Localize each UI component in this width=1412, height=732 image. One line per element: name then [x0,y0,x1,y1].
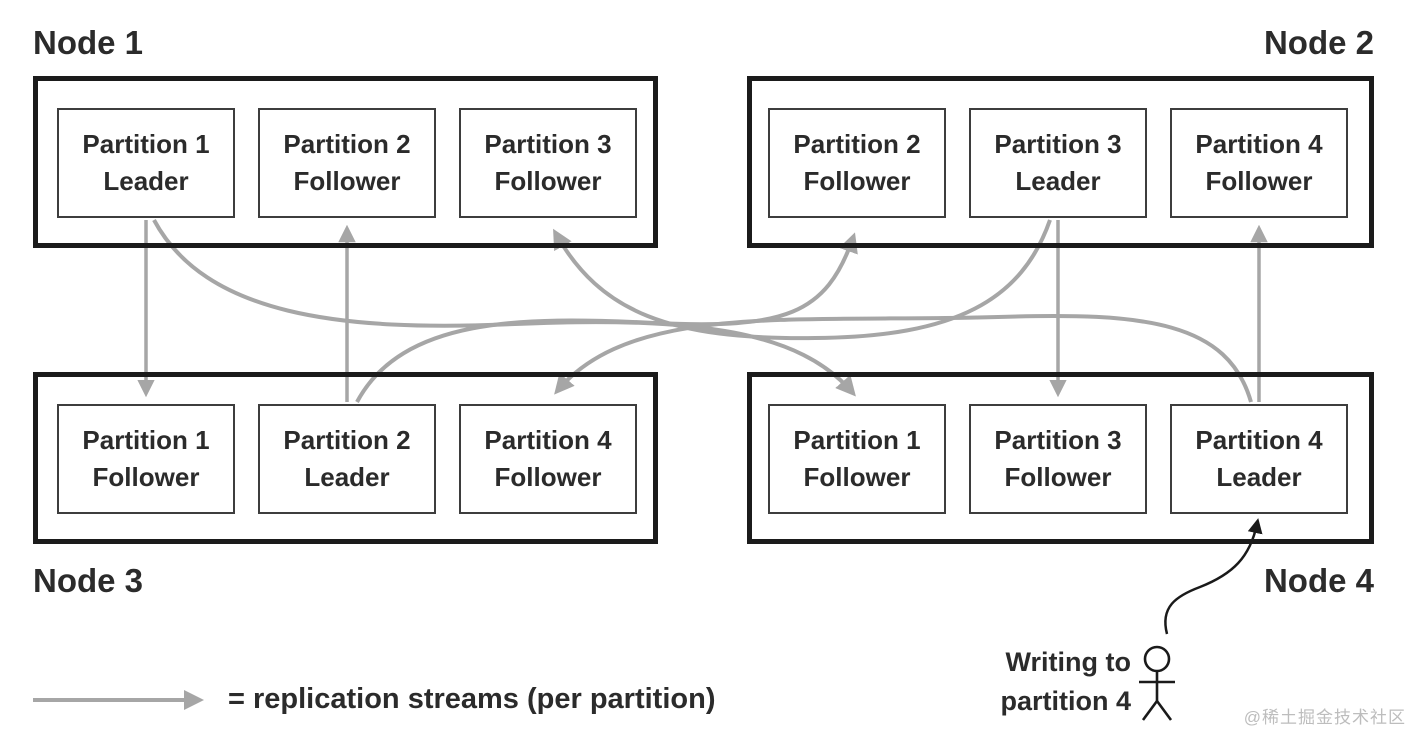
partition-name: Partition 4 [484,425,612,456]
partition-name: Partition 2 [283,129,411,160]
node-1-label: Node 1 [33,24,144,61]
partition-name: Partition 2 [793,129,921,160]
partition-box-n4-p1-follower: Partition 1 Follower [768,404,946,514]
partition-role: Leader [304,462,390,492]
writer-annotation-line1: Writing to [1005,647,1131,677]
partition-name: Partition 3 [994,129,1122,160]
partition-name: Partition 1 [793,425,921,456]
node-4-label: Node 4 [1263,562,1374,599]
partition-box-n4-p3-follower: Partition 3 Follower [969,404,1147,514]
partition-name: Partition 1 [82,129,210,160]
partition-name: Partition 3 [484,129,612,160]
partition-role: Leader [1015,166,1101,196]
partition-box-n2-p2-follower: Partition 2 Follower [768,108,946,218]
node-1-box [33,76,658,248]
partition-box-n2-p4-follower: Partition 4 Follower [1170,108,1348,218]
partition-role: Follower [1004,462,1112,492]
writer-annotation-line2: partition 4 [1000,686,1131,717]
partition-box-n3-p2-leader: Partition 2 Leader [258,404,436,514]
partition-box-n3-p1-follower: Partition 1 Follower [57,404,235,514]
partition-box-n1-p1-leader: Partition 1 Leader [57,108,235,218]
replication-arrow-partition4-cross [554,313,1253,403]
partition-name: Partition 4 [1195,425,1323,456]
partition-role: Follower [803,462,911,492]
node-2-box [747,76,1374,248]
partition-name: Partition 2 [283,425,411,456]
partition-box-n4-p4-leader: Partition 4 Leader [1170,404,1348,514]
node-3-label: Node 3 [33,562,144,599]
legend-caption: = replication streams (per partition) [228,683,716,715]
partition-role: Leader [103,166,189,196]
partition-role: Follower [293,166,401,196]
replication-arrow-partition2-cross [355,232,858,403]
watermark-text: @稀土掘金技术社区 [1243,708,1406,727]
partition-name: Partition 3 [994,425,1122,456]
partition-role: Follower [803,166,911,196]
partition-role: Follower [494,462,602,492]
replication-arrow-partition3-cross [553,219,1052,341]
node-3-box [33,372,658,544]
partition-box-n3-p4-follower: Partition 4 Follower [459,404,637,514]
person-icon [1139,645,1175,721]
partition-role: Follower [92,462,200,492]
node-2-label: Node 2 [1263,24,1374,61]
partition-role: Leader [1216,462,1302,492]
writer-annotation: Writing to partition 4 [1000,643,1131,721]
node-4-box [747,372,1374,544]
partition-role: Follower [494,166,602,196]
partition-box-n2-p3-leader: Partition 3 Leader [969,108,1147,218]
partition-box-n1-p2-follower: Partition 2 Follower [258,108,436,218]
partition-name: Partition 1 [82,425,210,456]
partition-role: Follower [1205,166,1313,196]
write-arrow [1164,518,1263,635]
partition-box-n1-p3-follower: Partition 3 Follower [459,108,637,218]
partition-name: Partition 4 [1195,129,1323,160]
